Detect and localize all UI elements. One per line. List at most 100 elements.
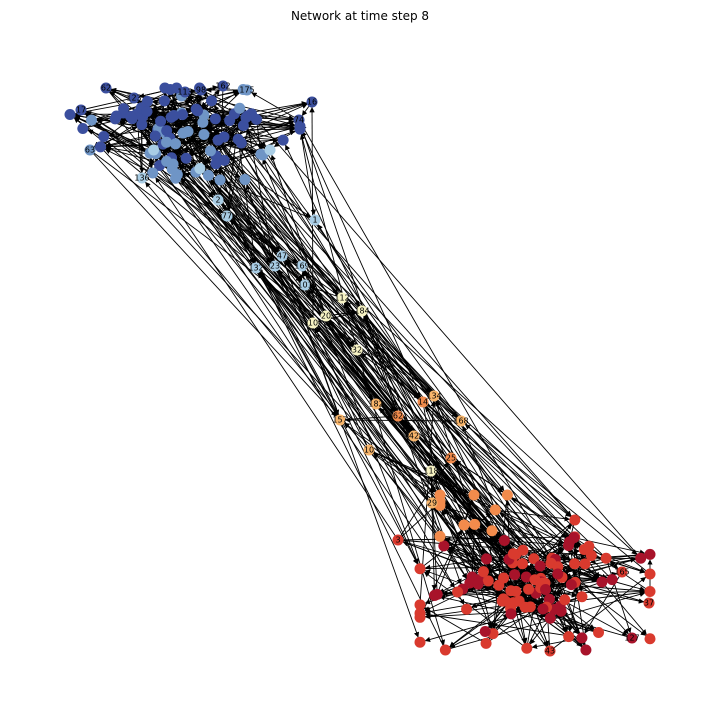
graph-node [214, 174, 226, 186]
graph-node [334, 414, 346, 426]
graph-edge [259, 271, 415, 437]
graph-node [452, 586, 464, 598]
graph-edge [133, 97, 638, 555]
graph-edge [126, 112, 516, 555]
graph-node [544, 612, 556, 624]
graph-node [426, 497, 438, 509]
graph-node [472, 578, 484, 590]
graph-edge [104, 148, 153, 174]
node-label: 10 [364, 446, 374, 455]
graph-node [596, 576, 608, 588]
graph-node [480, 637, 492, 649]
graph-node [438, 540, 450, 552]
node-label: 74 [294, 116, 304, 125]
graph-node [77, 122, 89, 134]
graph-node [307, 317, 319, 329]
node-label: 175 [239, 86, 254, 95]
graph-node [351, 344, 363, 356]
node-label: 157 [332, 416, 347, 425]
graph-node [523, 583, 535, 595]
node-label: 118 [423, 467, 438, 476]
graph-edge [362, 315, 399, 417]
graph-node [439, 644, 451, 656]
graph-node [277, 134, 289, 146]
graph-node [269, 260, 281, 272]
graph-edge [341, 297, 412, 432]
graph-node [159, 82, 171, 94]
graph-node [509, 569, 521, 581]
graph-edge [531, 637, 583, 650]
graph-edge [397, 415, 555, 564]
diagram-title: Network at time step 8 [290, 9, 430, 23]
graph-node [177, 127, 189, 139]
node-label: 136 [134, 174, 149, 183]
graph-node [264, 144, 276, 156]
graph-edge [164, 87, 418, 565]
graph-edge [601, 581, 647, 635]
graph-edge [155, 177, 399, 541]
graph-node [118, 103, 130, 115]
graph-node [516, 558, 528, 570]
graph-node [468, 489, 480, 501]
graph-node [241, 84, 253, 96]
graph-edge [73, 117, 358, 351]
graph-node [320, 310, 332, 322]
graph-node [580, 644, 592, 656]
graph-edge [212, 155, 370, 451]
graph-node [563, 536, 575, 548]
graph-edge [379, 407, 527, 578]
graph-edge [89, 149, 337, 417]
graph-node [434, 530, 446, 542]
node-label: 43 [545, 647, 555, 656]
node-label: 23 [270, 262, 280, 271]
graph-node [148, 144, 160, 156]
graph-node [537, 603, 549, 615]
graph-node [155, 115, 167, 127]
node-label: 63 [85, 146, 95, 155]
graph-node [544, 645, 556, 657]
graph-node [414, 599, 426, 611]
graph-node [477, 566, 489, 578]
node-label: 123 [126, 94, 141, 103]
graph-edge [259, 271, 465, 526]
graph-node [177, 109, 189, 121]
graph-node [179, 86, 191, 98]
graph-node [643, 597, 655, 609]
graph-edge [328, 320, 377, 405]
graph-node [168, 109, 180, 121]
graph-node [293, 114, 305, 126]
graph-edge [241, 142, 576, 521]
node-label: 20 [321, 312, 331, 321]
graph-node [392, 534, 404, 546]
graph-node [296, 260, 308, 272]
graph-node [498, 534, 510, 546]
graph-edge [158, 157, 500, 586]
graph-edge [217, 199, 373, 401]
graph-node [565, 579, 577, 591]
graph-edge [175, 89, 244, 155]
node-label: 77 [222, 212, 232, 221]
node-label: 42 [409, 432, 419, 441]
node-label: 113 [177, 88, 192, 97]
graph-node [579, 558, 591, 570]
graph-edge [345, 301, 462, 422]
graph-node [195, 84, 207, 96]
node-label: 182 [368, 400, 383, 409]
graph-node [170, 138, 182, 150]
graph-node [414, 636, 426, 648]
graph-node [98, 130, 110, 142]
graph-node [309, 214, 321, 226]
graph-node [563, 631, 575, 643]
graph-node [540, 583, 552, 595]
node-label: 165 [614, 568, 629, 577]
graph-node [239, 174, 251, 186]
node-label: 2 [215, 196, 220, 205]
graph-node [276, 250, 288, 262]
graph-node [425, 465, 437, 477]
graph-edge [123, 108, 572, 517]
graph-node [498, 572, 510, 584]
graph-node [125, 110, 137, 122]
graph-node [166, 163, 178, 175]
graph-node [552, 568, 564, 580]
